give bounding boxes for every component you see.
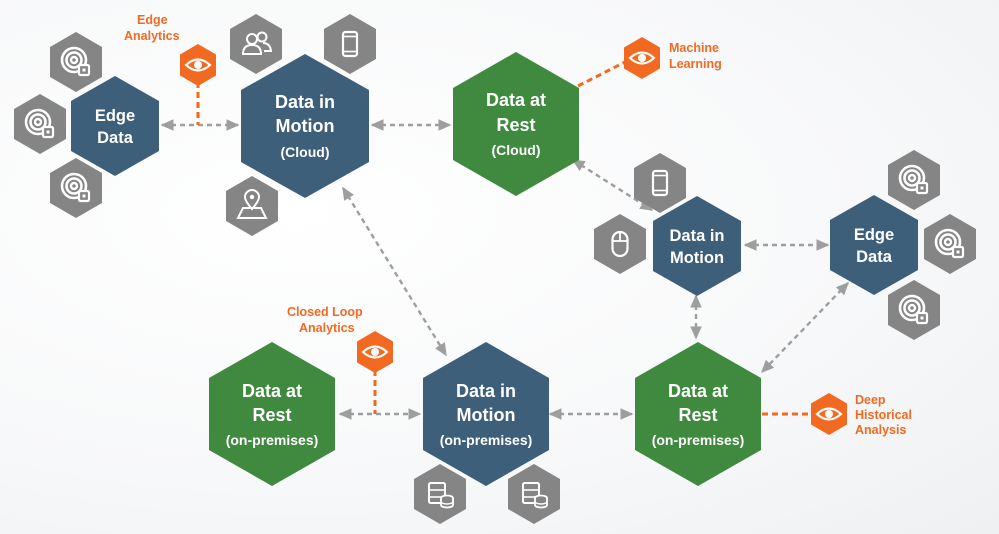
connector-edge-right-to-rest-onprem-right	[760, 281, 850, 374]
connectors	[160, 119, 850, 420]
node-line: (Cloud)	[281, 144, 330, 160]
sensor-icon	[50, 32, 102, 92]
analytics-machine-learning: Machine Learning	[624, 37, 722, 79]
node-edge-data-left: Edge Data	[71, 76, 159, 176]
node-line: Data	[856, 248, 893, 266]
map-pin-icon	[226, 176, 278, 236]
node-line: Data in	[669, 227, 724, 245]
node-line: (Cloud)	[492, 142, 541, 158]
node-motion-onprem: Data in Motion (on-premises)	[423, 342, 549, 486]
database-icon	[508, 464, 560, 524]
analytics-closed-loop: Closed Loop Analytics	[287, 305, 393, 373]
node-line: (on-premises)	[226, 432, 319, 448]
sensor-icon	[888, 280, 940, 340]
connector-rest-cloud-to-motion-right	[571, 158, 654, 212]
node-line: (on-premises)	[440, 432, 533, 448]
node-motion-right: Data in Motion	[653, 196, 741, 296]
edge-analytics-label: Analytics	[124, 29, 180, 43]
sensor-icon	[50, 158, 102, 218]
smartphone-icon	[324, 14, 376, 74]
sensor-icon	[888, 150, 940, 210]
eye-icon	[624, 37, 660, 79]
machine-learning-label: Learning	[669, 57, 722, 71]
node-rest-onprem-left: Data at Rest (on-premises)	[209, 342, 335, 486]
node-line: Edge	[95, 107, 135, 125]
machine-learning-label: Machine	[669, 41, 719, 55]
node-line: Data in	[456, 381, 516, 401]
node-line: Edge	[854, 226, 894, 244]
analytics-stems	[196, 60, 812, 416]
analytics-deep-historical: Deep Historical Analysis	[811, 393, 912, 437]
database-icon	[414, 464, 466, 524]
users-icon	[230, 14, 282, 74]
mouse-icon	[594, 214, 646, 274]
deep-historical-label: Deep	[855, 393, 886, 407]
deep-historical-label: Analysis	[855, 423, 906, 437]
node-line: Data at	[242, 381, 302, 401]
eye-icon	[811, 393, 847, 435]
node-line: Motion	[670, 249, 724, 267]
eye-icon	[357, 331, 393, 373]
connector-motion-cloud-to-motion-onprem	[341, 186, 448, 357]
node-line: (on-premises)	[652, 432, 745, 448]
sensor-icon	[924, 214, 976, 274]
node-line: Motion	[457, 405, 516, 425]
smartphone-icon	[634, 153, 686, 213]
machine-learning-stem	[577, 60, 626, 88]
node-line: Data	[97, 129, 134, 147]
node-line: Data at	[668, 381, 728, 401]
node-line: Data in	[275, 92, 335, 112]
device-icons	[14, 14, 976, 524]
node-rest-onprem-right: Data at Rest (on-premises)	[635, 342, 761, 486]
node-line: Rest	[678, 405, 717, 425]
node-line: Motion	[276, 116, 335, 136]
edge-analytics-label: Edge	[137, 13, 168, 27]
node-edge-data-right: Edge Data	[830, 195, 918, 295]
eye-icon	[180, 44, 216, 86]
node-rest-cloud: Data at Rest (Cloud)	[453, 52, 579, 196]
node-line: Rest	[496, 115, 535, 135]
node-line: Rest	[252, 405, 291, 425]
sensor-icon	[14, 94, 66, 154]
closed-loop-label: Closed Loop	[287, 305, 363, 319]
node-line: Data at	[486, 90, 546, 110]
analytics-edge: Edge Analytics	[124, 13, 216, 86]
node-motion-cloud: Data in Motion (Cloud)	[241, 54, 369, 198]
closed-loop-label: Analytics	[299, 321, 355, 335]
deep-historical-label: Historical	[855, 408, 912, 422]
